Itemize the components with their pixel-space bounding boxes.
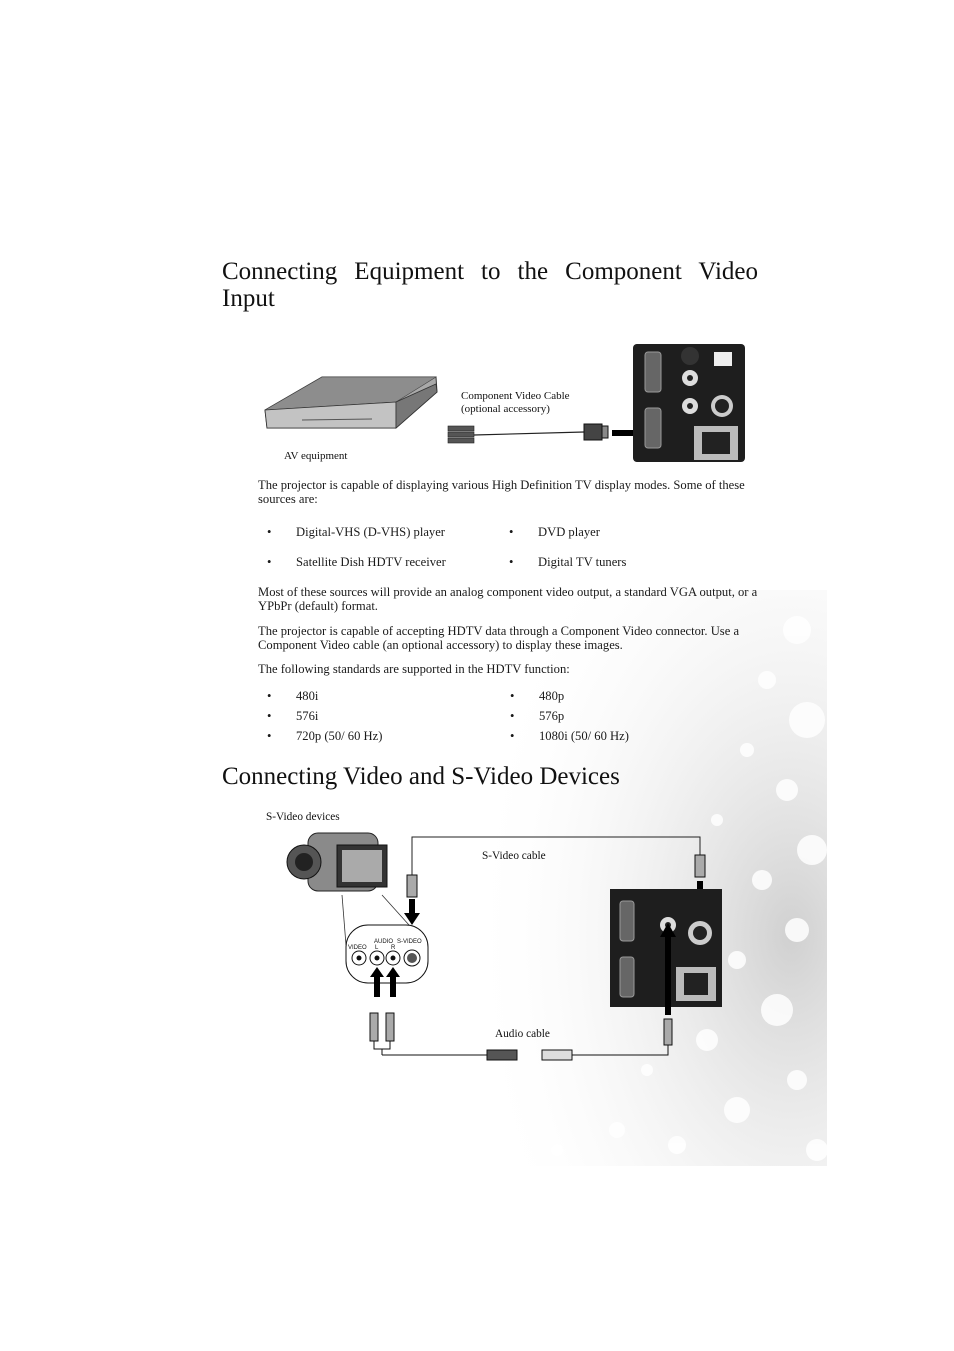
arrow-up-audio [660, 923, 676, 937]
component-cable-rca-plugs [447, 425, 475, 444]
vga-plug [583, 423, 603, 441]
section-title-svideo: Connecting Video and S-Video Devices [222, 763, 620, 790]
hdtv-standards-intro: The following standards are supported in… [258, 662, 570, 676]
svideo-devices-label: S-Video devices [266, 811, 340, 823]
arrow-down-left [404, 913, 420, 925]
svideo-plug-right [694, 854, 706, 878]
projector-rear-panel [633, 344, 745, 462]
av-equipment-label: AV equipment [284, 450, 347, 462]
component-cable-label-line1: Component Video Cable [461, 390, 570, 402]
jack-l-label: L [375, 945, 379, 951]
jack-video-label: VIDEO [348, 945, 367, 951]
hd-sources-intro: The projector is capable of displaying v… [258, 478, 745, 506]
svideo-plug-left [406, 874, 418, 898]
av-equipment-illustration [264, 376, 438, 429]
jack-svideo-label: S-VIDEO [397, 939, 422, 945]
jack-audio-label: AUDIO [374, 939, 393, 945]
section-title-component-video: Connecting Equipment to the Component Vi… [222, 258, 758, 312]
audio-plug-right [663, 1018, 673, 1046]
component-cable-label-line2: (optional accessory) [461, 403, 550, 415]
component-video-connection-diagram: Component Video Cable (optional accessor… [264, 344, 745, 462]
camcorder-jack-panel: AUDIO S-VIDEO VIDEO L R [345, 924, 429, 984]
hdtv-connector-paragraph: The projector is capable of accepting HD… [258, 624, 740, 652]
svideo-connection-diagram: S-Video devices AUDIO S-VIDEO VIDEO L R [266, 811, 722, 1061]
camcorder-illustration [286, 832, 388, 892]
jack-r-label: R [391, 945, 396, 951]
audio-cable-label: Audio cable [495, 1028, 550, 1040]
svideo-cable-label: S-Video cable [482, 850, 546, 862]
component-output-paragraph: Most of these sources will provide an an… [258, 585, 758, 613]
audio-plug-mini [486, 1049, 518, 1061]
